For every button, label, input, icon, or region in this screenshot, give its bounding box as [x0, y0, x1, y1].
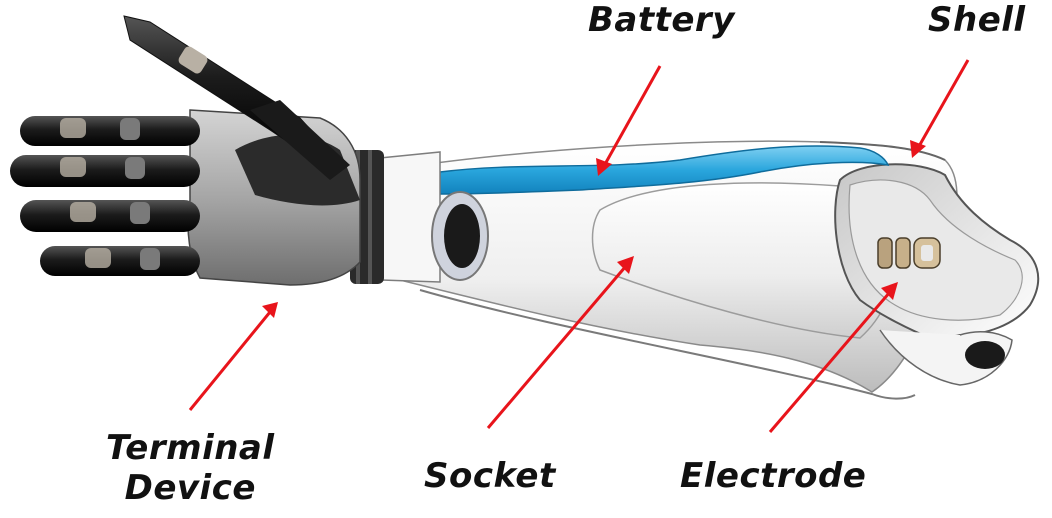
socket-label: Socket	[424, 456, 556, 496]
shell-label: Shell	[928, 0, 1026, 40]
wrist-connector	[350, 150, 489, 284]
arrow-shell	[910, 59, 970, 158]
arrow-socket	[486, 256, 634, 429]
battery-label: Battery	[588, 0, 735, 40]
electrode-label: Electrode	[680, 456, 867, 496]
terminal-device-label: Terminal Device	[106, 428, 275, 508]
terminal-device-label-line-1: Terminal	[106, 428, 275, 468]
terminal-device-label-line-2: Device	[124, 468, 256, 508]
arrow-battery	[596, 65, 662, 176]
arrow-terminal-device	[188, 302, 278, 411]
battery-shape	[439, 145, 890, 195]
electrode-shape	[877, 237, 941, 269]
hand-shape	[10, 15, 361, 286]
arrow-electrode	[768, 282, 898, 433]
